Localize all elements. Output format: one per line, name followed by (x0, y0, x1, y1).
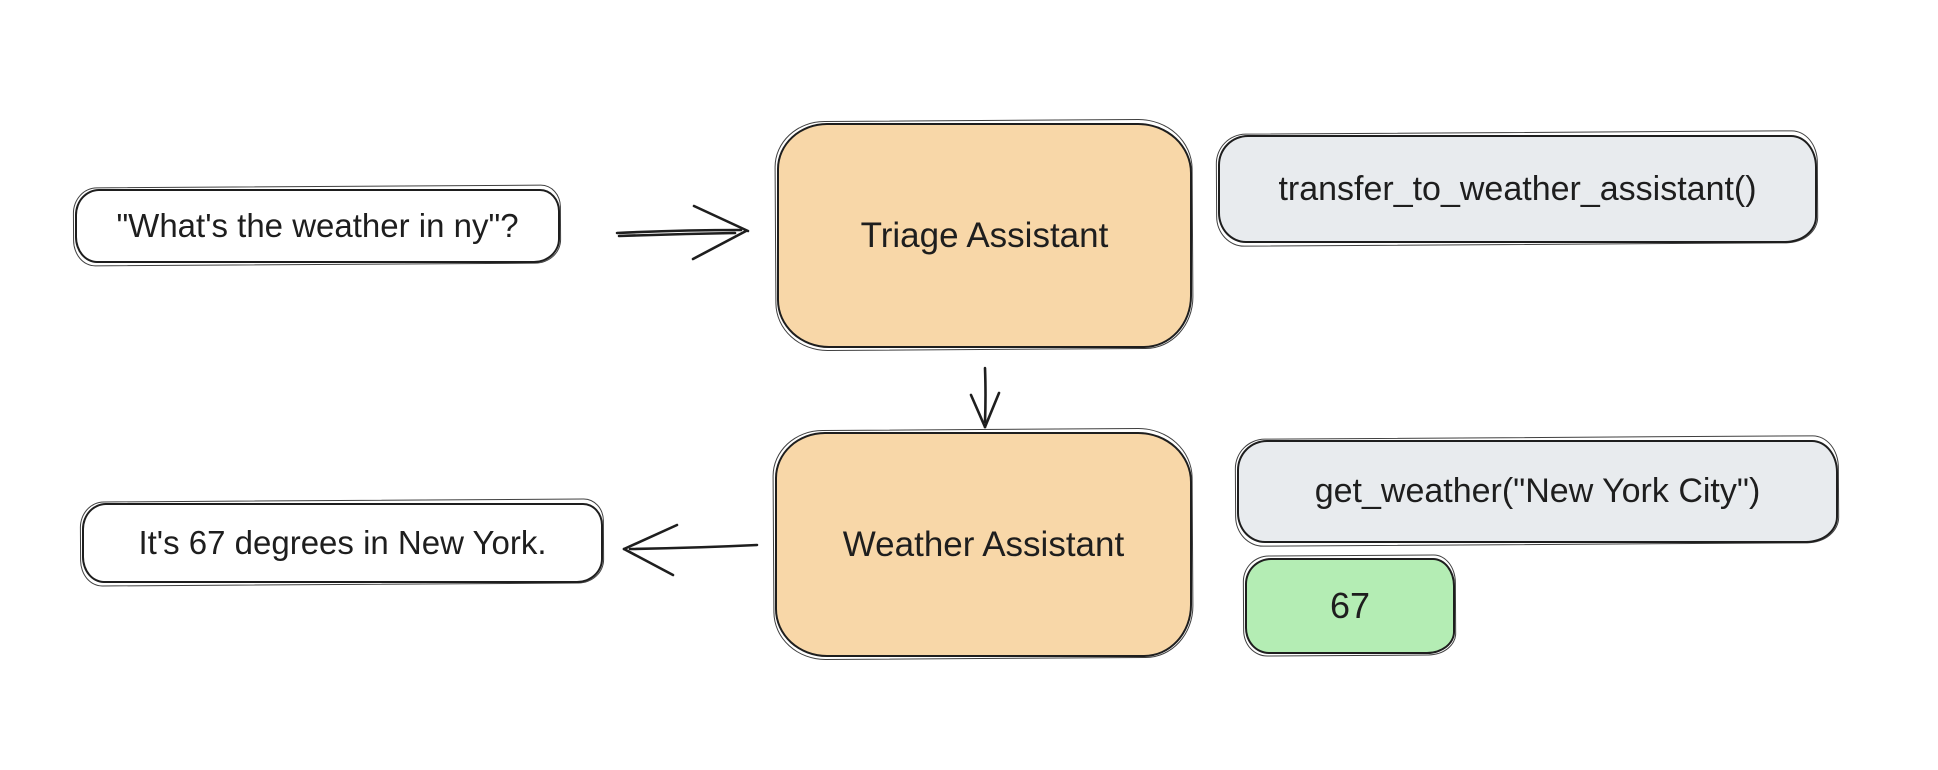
transfer-call-box: transfer_to_weather_assistant() (1218, 135, 1817, 243)
arrow-triage-to-weather (969, 366, 1001, 429)
get-weather-call-text: get_weather("New York City") (1314, 472, 1761, 510)
triage-assistant-label: Triage Assistant (860, 215, 1109, 255)
get-weather-call-box: get_weather("New York City") (1237, 440, 1838, 543)
weather-assistant-label: Weather Assistant (842, 524, 1125, 564)
user-query-box: "What's the weather in ny"? (75, 189, 560, 263)
tool-result-text: 67 (1329, 585, 1371, 626)
user-query-text: "What's the weather in ny"? (116, 207, 519, 244)
transfer-call-text: transfer_to_weather_assistant() (1278, 169, 1757, 208)
arrow-query-to-triage (615, 204, 750, 261)
final-response-box: It's 67 degrees in New York. (82, 503, 603, 583)
final-response-text: It's 67 degrees in New York. (138, 524, 547, 561)
arrow-weather-to-response (622, 523, 759, 577)
weather-assistant-node: Weather Assistant (775, 432, 1192, 657)
tool-result-box: 67 (1245, 558, 1455, 654)
triage-assistant-node: Triage Assistant (777, 123, 1192, 348)
